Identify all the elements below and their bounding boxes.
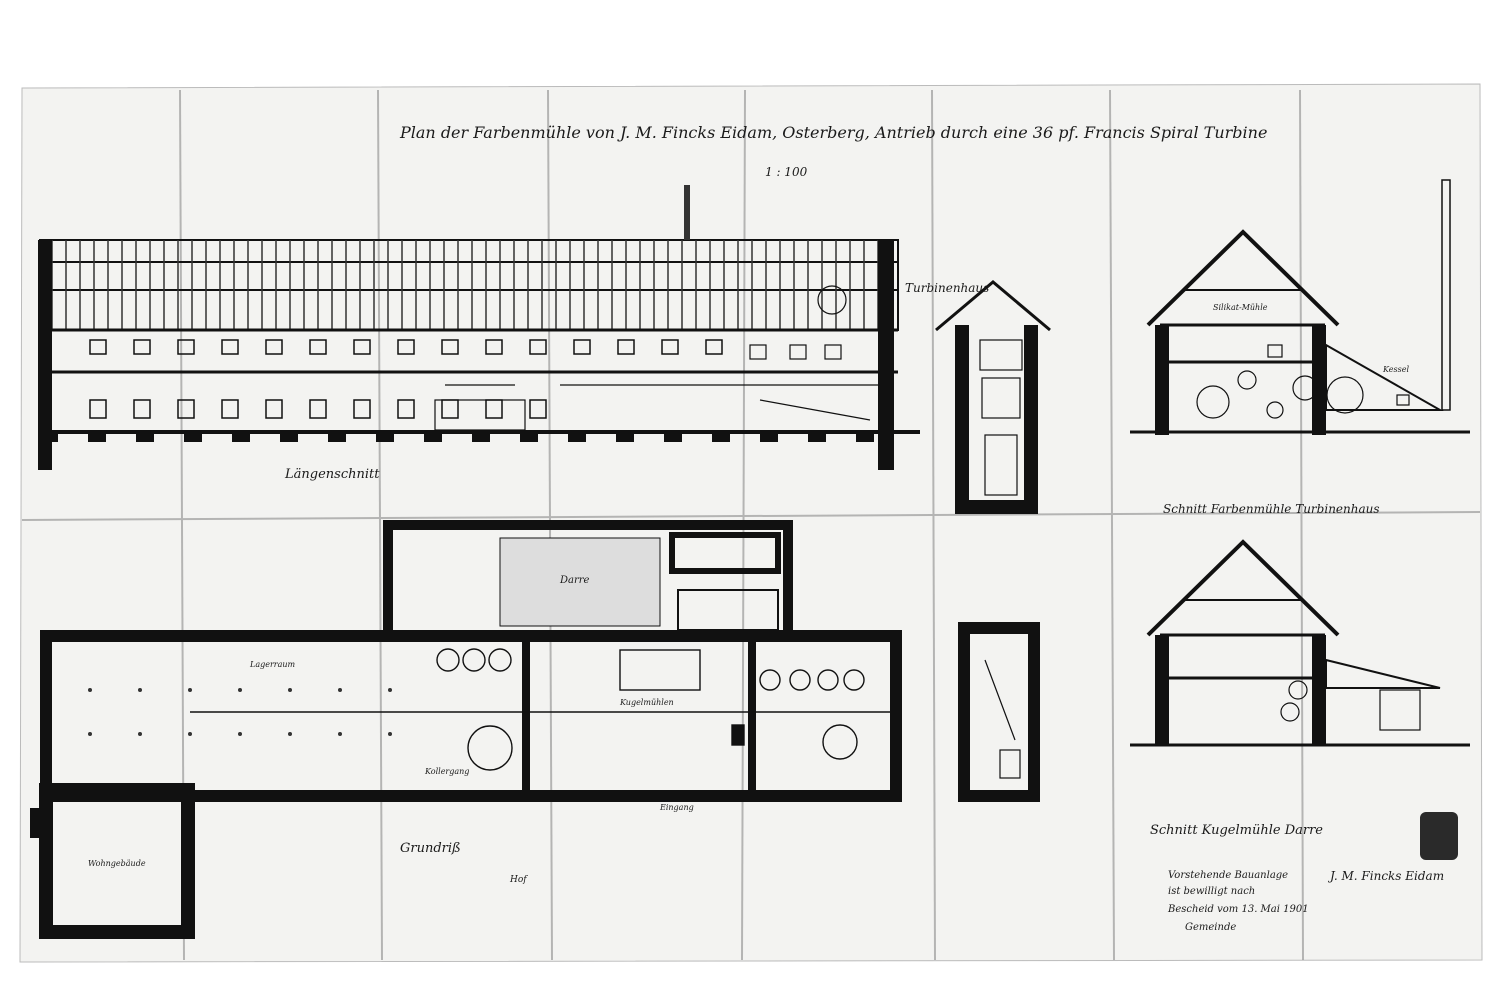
label-schnitt-kugelmuehle: Schnitt Kugelmühle Darre [1150,823,1323,838]
official-stamp [1420,812,1458,860]
cross-section-upper: Silikat-Mühle Kessel Schnitt Farbenmühle… [1130,179,1470,516]
svg-text:J. M. Fincks Eidam: J. M. Fincks Eidam [1327,869,1444,883]
label-lager: Lagerraum [249,660,296,669]
svg-text:Vorstehende Bauanlage: Vorstehende Bauanlage [1168,870,1288,881]
plan-scale: 1 : 100 [765,165,808,179]
label-darre: Darre [559,575,590,586]
label-silikatmuehle: Silikat-Mühle [1213,303,1268,312]
label-eingang: Eingang [659,803,694,812]
turbine-house-section: Turbinenhaus [905,280,1051,514]
svg-text:Bescheid vom 13. Mai 1901: Bescheid vom 13. Mai 1901 [1167,904,1309,915]
chimney [684,185,690,240]
label-laengsschnitt: Längenschnitt [284,467,380,482]
label-turbinenhaus: Turbinenhaus [905,281,989,295]
label-hof: Hof [509,875,528,885]
longitudinal-section: Längenschnitt [38,239,920,482]
label-grundriss: Grundriß [400,841,461,856]
svg-text:Gemeinde: Gemeinde [1185,922,1236,933]
label-kugelmuehlen: Kugelmühlen [619,698,674,707]
cross-section-lower: Schnitt Kugelmühle Darre [1130,539,1470,838]
label-kollergang: Kollergang [424,767,469,776]
label-wohngebaeude: Wohngebäude [88,859,146,868]
label-schnitt-farbenmuehle: Schnitt Farbenmühle Turbinenhaus [1163,502,1380,516]
approval-note: Vorstehende Bauanlage ist bewilligt nach… [1167,869,1444,933]
svg-text:ist bewilligt nach: ist bewilligt nach [1168,886,1255,897]
plan-title: Plan der Farbenmühle von J. M. Fincks Ei… [399,123,1267,142]
label-kessel: Kessel [1382,365,1409,374]
ground-plan: Darre Kugelmühlen Kollergang Lagerraum W… [30,520,1040,939]
